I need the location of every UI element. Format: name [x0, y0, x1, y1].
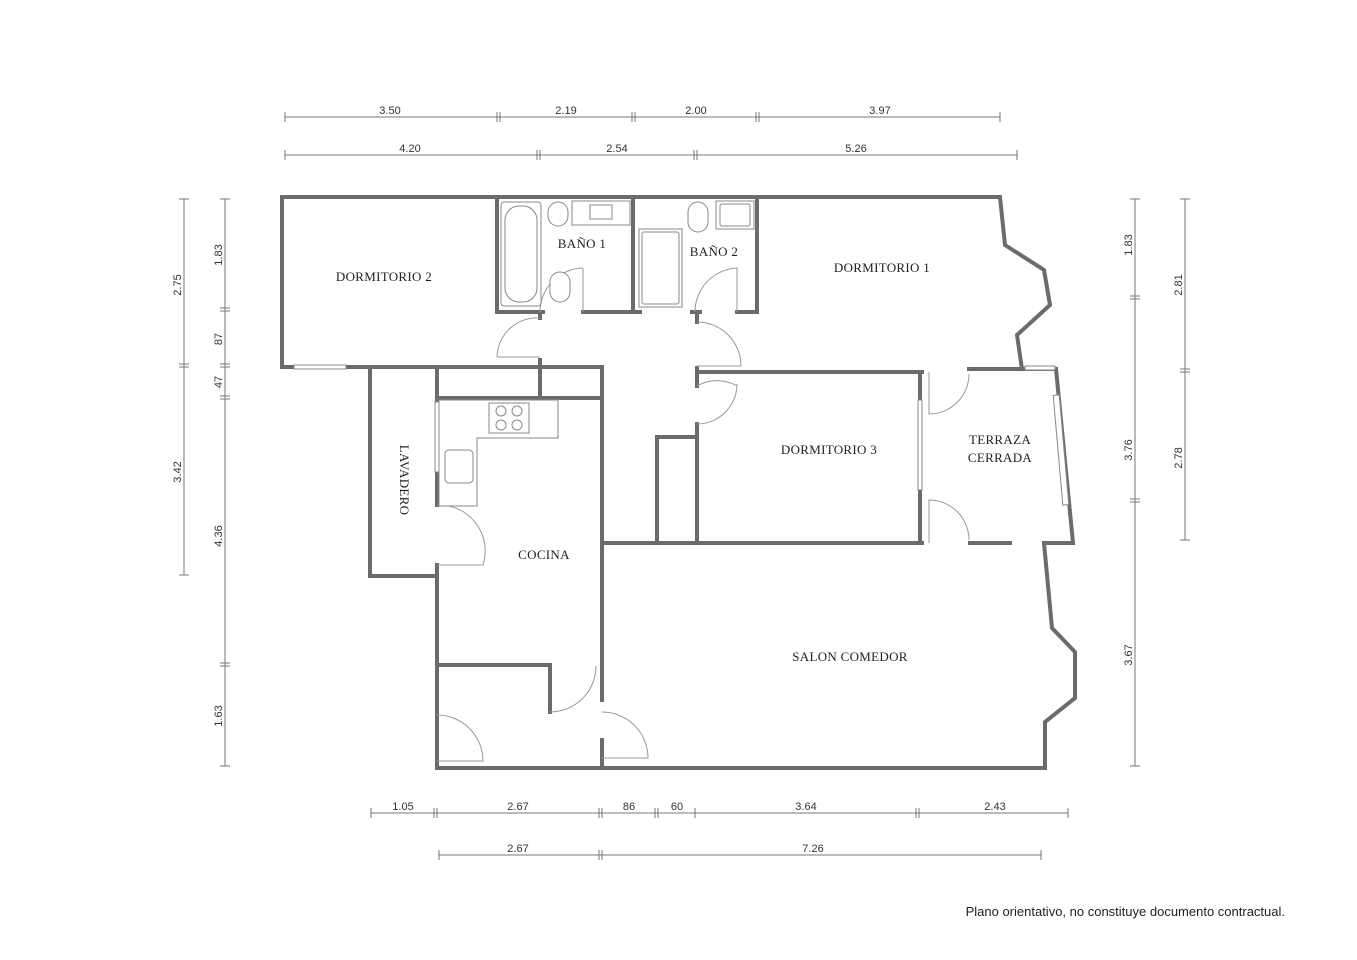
dim-label: 4.36 — [213, 525, 225, 546]
walls — [280, 195, 1077, 770]
dim-label: 3.67 — [1123, 644, 1135, 665]
fixtures — [438, 200, 755, 507]
room-label-lavadero: LAVADERO — [397, 445, 412, 516]
room-label-cerrada: CERRADA — [968, 450, 1033, 465]
dim-label: 2.78 — [1173, 447, 1185, 468]
room-label-dormitorio-3: DORMITORIO 3 — [781, 442, 877, 457]
toilet-icon — [547, 201, 569, 227]
right-dimension-outer: 2.81 2.78 — [1173, 198, 1190, 541]
dim-label: 86 — [623, 801, 635, 813]
dim-label: 3.42 — [172, 461, 184, 482]
dim-label: 1.83 — [213, 244, 225, 265]
bottom-dimension-row-1: 1.05 2.67 86 60 3.64 2.43 — [370, 801, 1069, 818]
room-label-dormitorio-2: DORMITORIO 2 — [336, 269, 432, 284]
dim-label: 7.26 — [802, 843, 823, 855]
dim-label: 2.75 — [172, 274, 184, 295]
dim-label: 2.00 — [685, 105, 706, 117]
room-label-bano-1: BAÑO 1 — [558, 236, 606, 251]
dim-label: 2.81 — [1173, 274, 1185, 295]
dim-label: 5.26 — [845, 143, 866, 155]
dim-label: 60 — [671, 801, 683, 813]
room-labels: DORMITORIO 2 BAÑO 1 BAÑO 2 DORMITORIO 1 … — [336, 236, 1033, 664]
dim-label: 2.67 — [507, 801, 528, 813]
dim-label: 47 — [213, 376, 225, 388]
room-label-terraza: TERRAZA — [969, 432, 1031, 447]
dim-label: 2.67 — [507, 843, 528, 855]
doors — [436, 267, 970, 762]
right-dimension-inner: 1.83 3.76 3.67 — [1123, 198, 1140, 767]
dim-label: 1.63 — [213, 705, 225, 726]
dim-label: 2.43 — [984, 801, 1005, 813]
toilet-icon — [687, 201, 709, 233]
dim-label: 4.20 — [399, 143, 420, 155]
cooktop-icon — [488, 402, 530, 434]
room-label-bano-2: BAÑO 2 — [690, 244, 738, 259]
bottom-dimension-row-2: 2.67 7.26 — [438, 843, 1042, 860]
sink-icon — [444, 449, 474, 484]
dim-label: 3.64 — [795, 801, 816, 813]
room-label-cocina: COCINA — [518, 547, 570, 562]
top-dimension-row-2: 4.20 2.54 5.26 — [284, 143, 1018, 160]
dim-label: 1.83 — [1123, 234, 1135, 255]
dim-label: 3.97 — [869, 105, 890, 117]
top-dimension-row-1: 3.50 2.19 2.00 3.97 — [284, 105, 1001, 122]
dim-label: 87 — [213, 333, 225, 345]
dim-label: 3.76 — [1123, 439, 1135, 460]
dim-label: 2.54 — [606, 143, 627, 155]
room-label-salon-comedor: SALON COMEDOR — [792, 649, 908, 664]
disclaimer-text: Plano orientativo, no constituye documen… — [965, 904, 1285, 919]
dim-label: 1.05 — [392, 801, 413, 813]
toilet-icon — [549, 271, 571, 303]
dim-label: 2.19 — [555, 105, 576, 117]
room-label-dormitorio-1: DORMITORIO 1 — [834, 260, 930, 275]
left-dimension-inner: 1.83 87 47 4.36 1.63 — [213, 198, 230, 767]
left-dimension-outer: 2.75 3.42 — [172, 198, 189, 576]
dim-label: 3.50 — [379, 105, 400, 117]
